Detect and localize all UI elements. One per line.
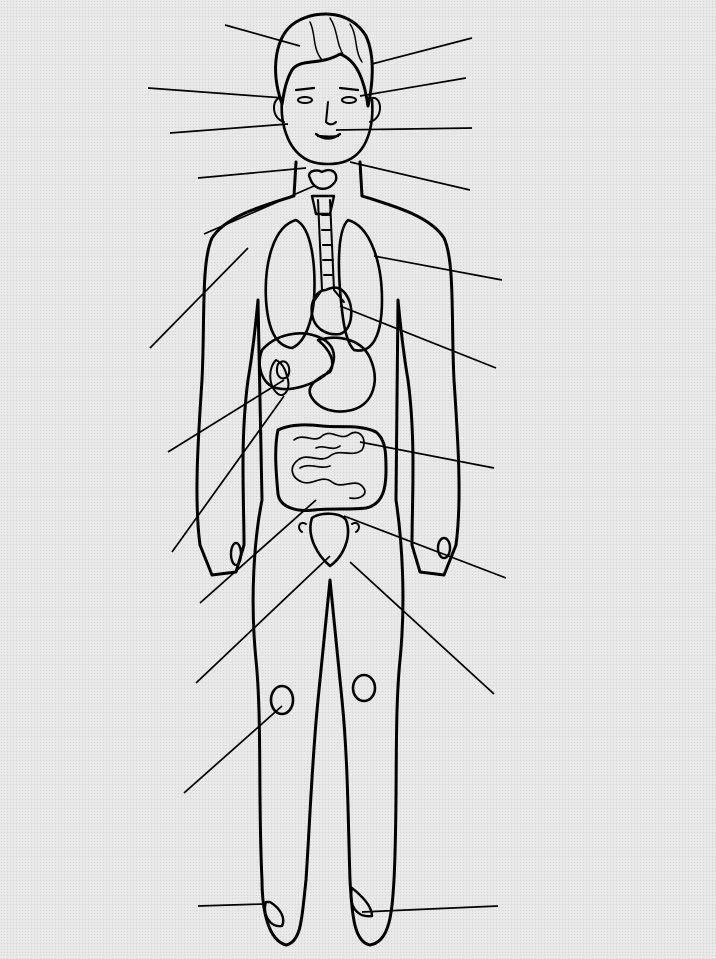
nose bbox=[326, 102, 336, 124]
eyebrows bbox=[296, 88, 358, 90]
leader-calcium bbox=[198, 904, 264, 906]
leader-kidney bbox=[172, 396, 284, 552]
stomach bbox=[310, 338, 375, 412]
leader-heart bbox=[340, 306, 496, 368]
lung-left bbox=[266, 220, 315, 348]
leader-spine bbox=[350, 562, 494, 694]
leader-neck bbox=[198, 168, 306, 178]
thyroid bbox=[309, 170, 336, 214]
leader-brain bbox=[372, 38, 472, 64]
hair bbox=[276, 14, 373, 106]
leader-lungs bbox=[374, 256, 502, 280]
small-intestine bbox=[292, 432, 365, 498]
leader-intestines bbox=[360, 442, 494, 468]
knee-left bbox=[271, 686, 293, 714]
uterus bbox=[310, 514, 348, 566]
leader-knee bbox=[184, 706, 282, 793]
mouth bbox=[316, 134, 340, 139]
leader-cough bbox=[350, 162, 470, 190]
knee-right bbox=[353, 675, 375, 701]
body-outline bbox=[197, 162, 459, 945]
leader-eye-lens bbox=[148, 88, 284, 98]
hand-left bbox=[231, 543, 241, 565]
eye-right bbox=[342, 97, 356, 103]
leader-nose bbox=[336, 128, 472, 130]
leader-ear bbox=[170, 124, 288, 133]
leader-shoulder bbox=[150, 248, 248, 348]
eye-left bbox=[298, 97, 312, 103]
leader-thyroid bbox=[204, 186, 314, 234]
leader-lines bbox=[148, 25, 506, 912]
leader-prostate bbox=[344, 516, 506, 578]
ovaries bbox=[299, 523, 359, 532]
leader-liver bbox=[168, 380, 284, 452]
leader-heel bbox=[362, 906, 498, 912]
leader-eyesight bbox=[360, 78, 466, 96]
